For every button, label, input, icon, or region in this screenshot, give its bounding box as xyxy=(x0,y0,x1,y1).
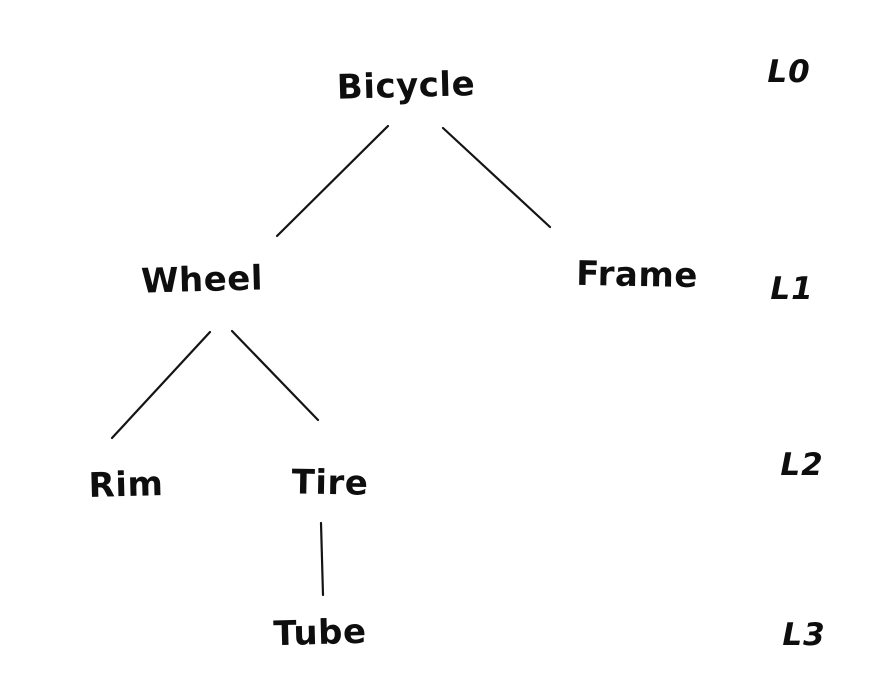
edge-bicycle-wheel xyxy=(275,124,390,238)
level-label-l3: L3 xyxy=(782,617,826,653)
node-tube: Tube xyxy=(272,611,368,655)
node-bicycle: Bicycle xyxy=(336,64,476,108)
node-tire: Tire xyxy=(291,462,369,504)
node-wheel: Wheel xyxy=(140,258,264,302)
node-rim: Rim xyxy=(88,464,164,506)
edge-wheel-rim xyxy=(110,330,212,440)
level-label-l0: L0 xyxy=(767,54,811,90)
level-label-l1: L1 xyxy=(770,271,814,307)
edge-wheel-tire xyxy=(230,329,320,422)
level-label-l2: L2 xyxy=(780,447,824,483)
node-frame: Frame xyxy=(575,253,699,297)
edge-bicycle-frame xyxy=(441,126,552,229)
edge-tire-tube xyxy=(319,521,325,597)
